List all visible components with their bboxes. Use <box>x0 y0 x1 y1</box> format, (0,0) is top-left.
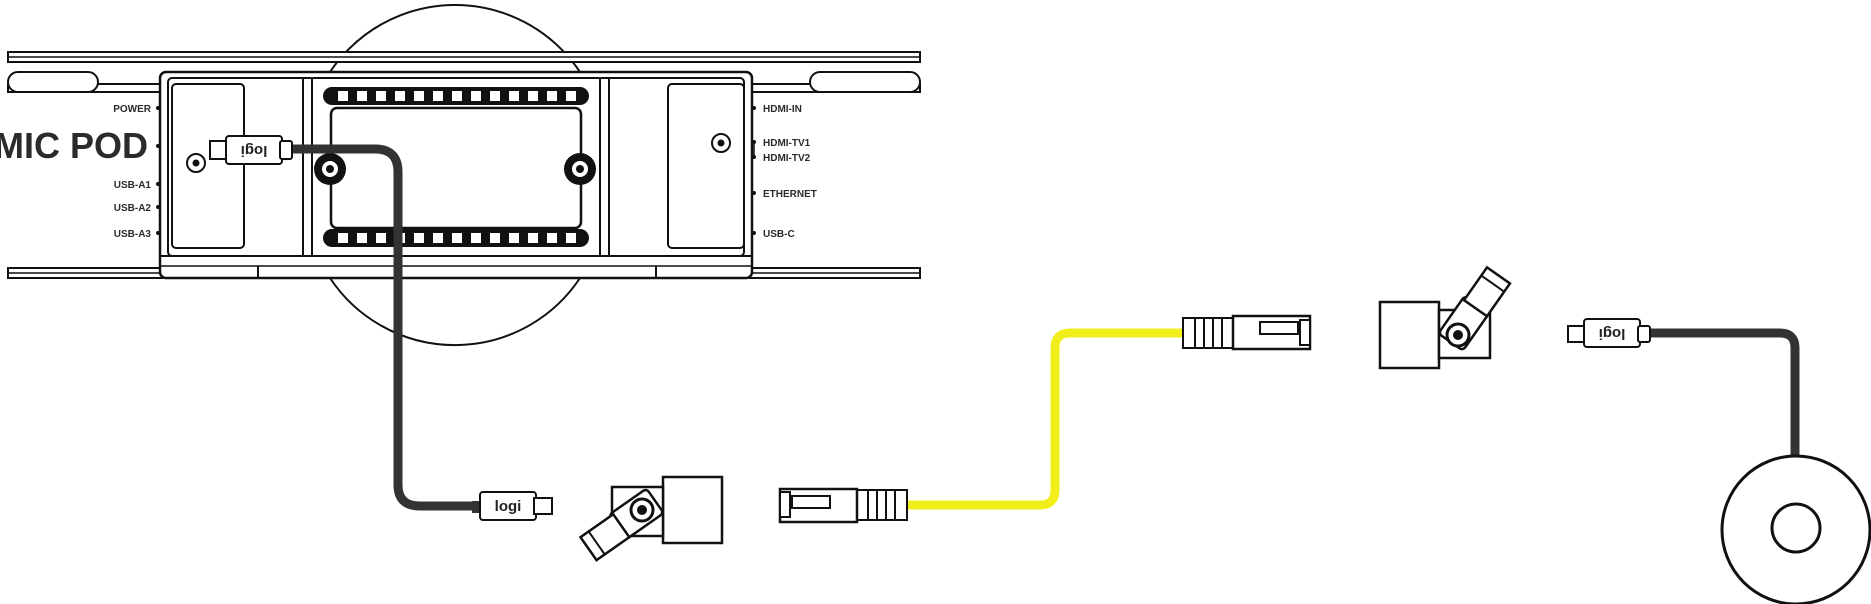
rj45-plug-left <box>778 487 908 524</box>
port-label-ethernet: ETHERNET <box>763 189 817 200</box>
port-label-usb-a3: USB-A3 <box>114 229 152 240</box>
port-ticks <box>156 106 756 235</box>
ethernet-cable <box>905 328 1188 510</box>
vent-slot <box>338 233 348 243</box>
vent-slot <box>376 233 386 243</box>
vent-slot <box>566 91 576 101</box>
vent-slot <box>376 91 386 101</box>
port-label-hdmi-tv2: HDMI-TV2 <box>763 153 811 164</box>
port-label-hdmi-tv1: HDMI-TV1 <box>763 138 811 149</box>
rj45-plug-right <box>1182 314 1312 351</box>
vent-slot <box>490 233 500 243</box>
vent-slot <box>528 233 538 243</box>
angle-adapter-lower <box>578 475 724 562</box>
tap-hub: POWER MIC POD USB-A1 USB-A2 USB-A3 HDMI-… <box>0 4 921 346</box>
port-label-usb-a2: USB-A2 <box>114 203 152 214</box>
vent-slot <box>395 91 405 101</box>
mic-pod <box>1720 454 1871 604</box>
hub-circle-bottom <box>329 277 581 346</box>
usb-cable-hub <box>292 144 480 511</box>
usb-c-plug-mic: logi <box>1567 318 1651 348</box>
vent-slot <box>509 91 519 101</box>
vent-slot <box>414 233 424 243</box>
hub-body <box>158 70 754 280</box>
mic-pod-label: MIC POD <box>0 125 148 166</box>
angle-adapter-upper <box>1378 265 1512 370</box>
port-label-hdmi-in: HDMI-IN <box>763 104 802 115</box>
vent-slot <box>528 91 538 101</box>
vent-slot <box>509 233 519 243</box>
vent-slot <box>547 233 557 243</box>
logi-logo-mic: logi <box>1599 325 1626 342</box>
vent-slot <box>357 91 367 101</box>
vent-slot <box>490 91 500 101</box>
usb-c-plug-end: logi <box>472 491 553 521</box>
vent-slot <box>471 233 481 243</box>
port-label-usb-a1: USB-A1 <box>114 180 152 191</box>
vent-slot <box>433 233 443 243</box>
vent-slot <box>338 91 348 101</box>
vent-slot <box>471 91 481 101</box>
vent-slot <box>414 91 424 101</box>
port-label-usb-c: USB-C <box>763 229 795 240</box>
vent-slot <box>452 233 462 243</box>
usb-c-plug-hub: logi <box>209 135 293 165</box>
mic-pod-cable <box>1650 328 1800 458</box>
vent-slot <box>566 233 576 243</box>
vent-slot <box>547 91 557 101</box>
logi-logo-end: logi <box>495 498 522 515</box>
logi-logo-hub: logi <box>241 142 268 159</box>
vent-slot <box>452 91 462 101</box>
port-label-power: POWER <box>113 104 152 115</box>
vent-slot <box>357 233 367 243</box>
vent-slot <box>433 91 443 101</box>
